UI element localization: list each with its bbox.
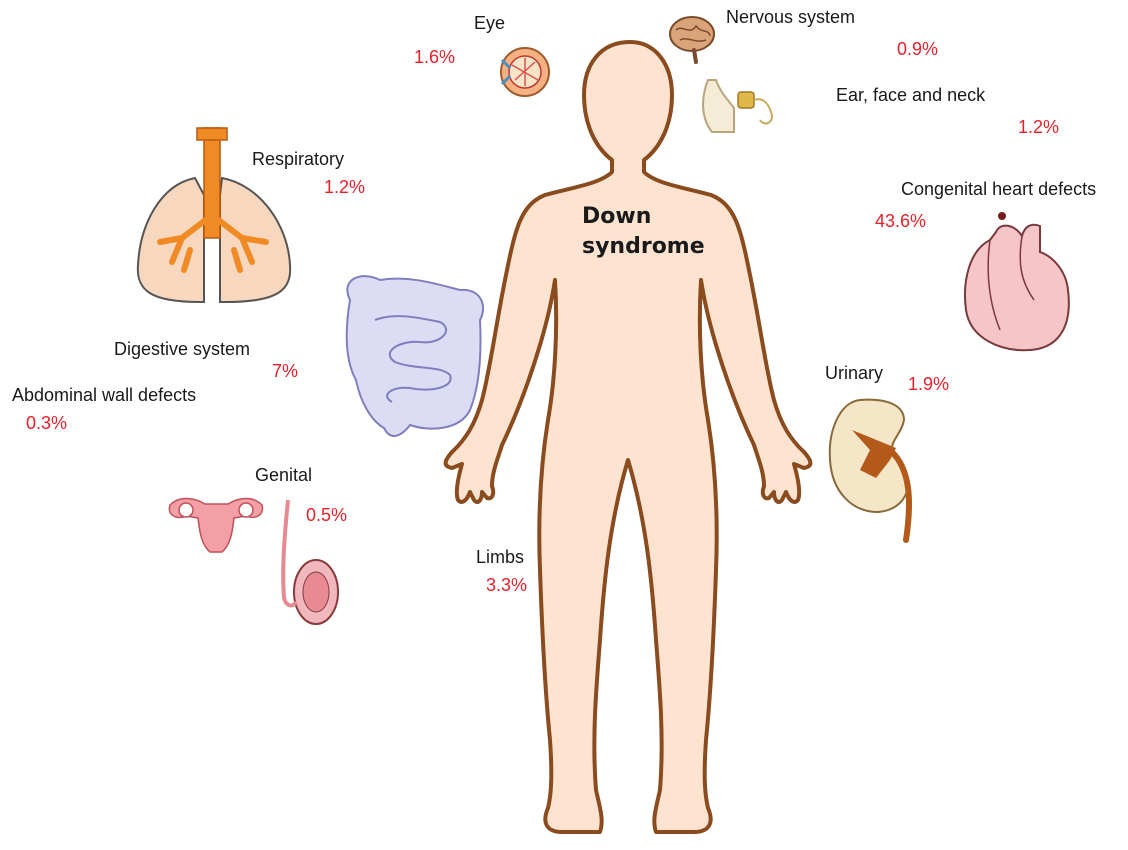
genital-label: Genital [255,466,312,484]
digestive-system-percent: 7% [272,362,298,380]
abdominal-wall-percent: 0.3% [26,414,67,432]
ear-icon [703,80,772,132]
heart-defects-percent: 43.6% [875,212,926,230]
abdominal-wall-label: Abdominal wall defects [12,386,196,404]
limbs-label: Limbs [476,548,524,566]
brain-icon [670,17,714,62]
intestine-icon [347,276,483,436]
eye-label: Eye [474,14,505,32]
eye-icon [501,48,549,96]
genital-percent: 0.5% [306,506,347,524]
ear-face-neck-percent: 1.2% [1018,118,1059,136]
respiratory-label: Respiratory [252,150,344,168]
kidney-icon [830,400,909,540]
heart-icon [965,212,1069,350]
title-line-1: Down [582,202,705,232]
limbs-percent: 3.3% [486,576,527,594]
urinary-label: Urinary [825,364,883,382]
nervous-system-percent: 0.9% [897,40,938,58]
diagram-title: Down syndrome [582,202,705,262]
digestive-system-label: Digestive system [114,340,250,358]
ear-face-neck-label: Ear, face and neck [836,86,985,104]
heart-defects-label: Congenital heart defects [901,180,1096,198]
respiratory-percent: 1.2% [324,178,365,196]
urinary-percent: 1.9% [908,375,949,393]
title-line-2: syndrome [582,232,705,262]
nervous-system-label: Nervous system [726,8,855,26]
eye-percent: 1.6% [414,48,455,66]
human-body-silhouette [446,42,811,832]
